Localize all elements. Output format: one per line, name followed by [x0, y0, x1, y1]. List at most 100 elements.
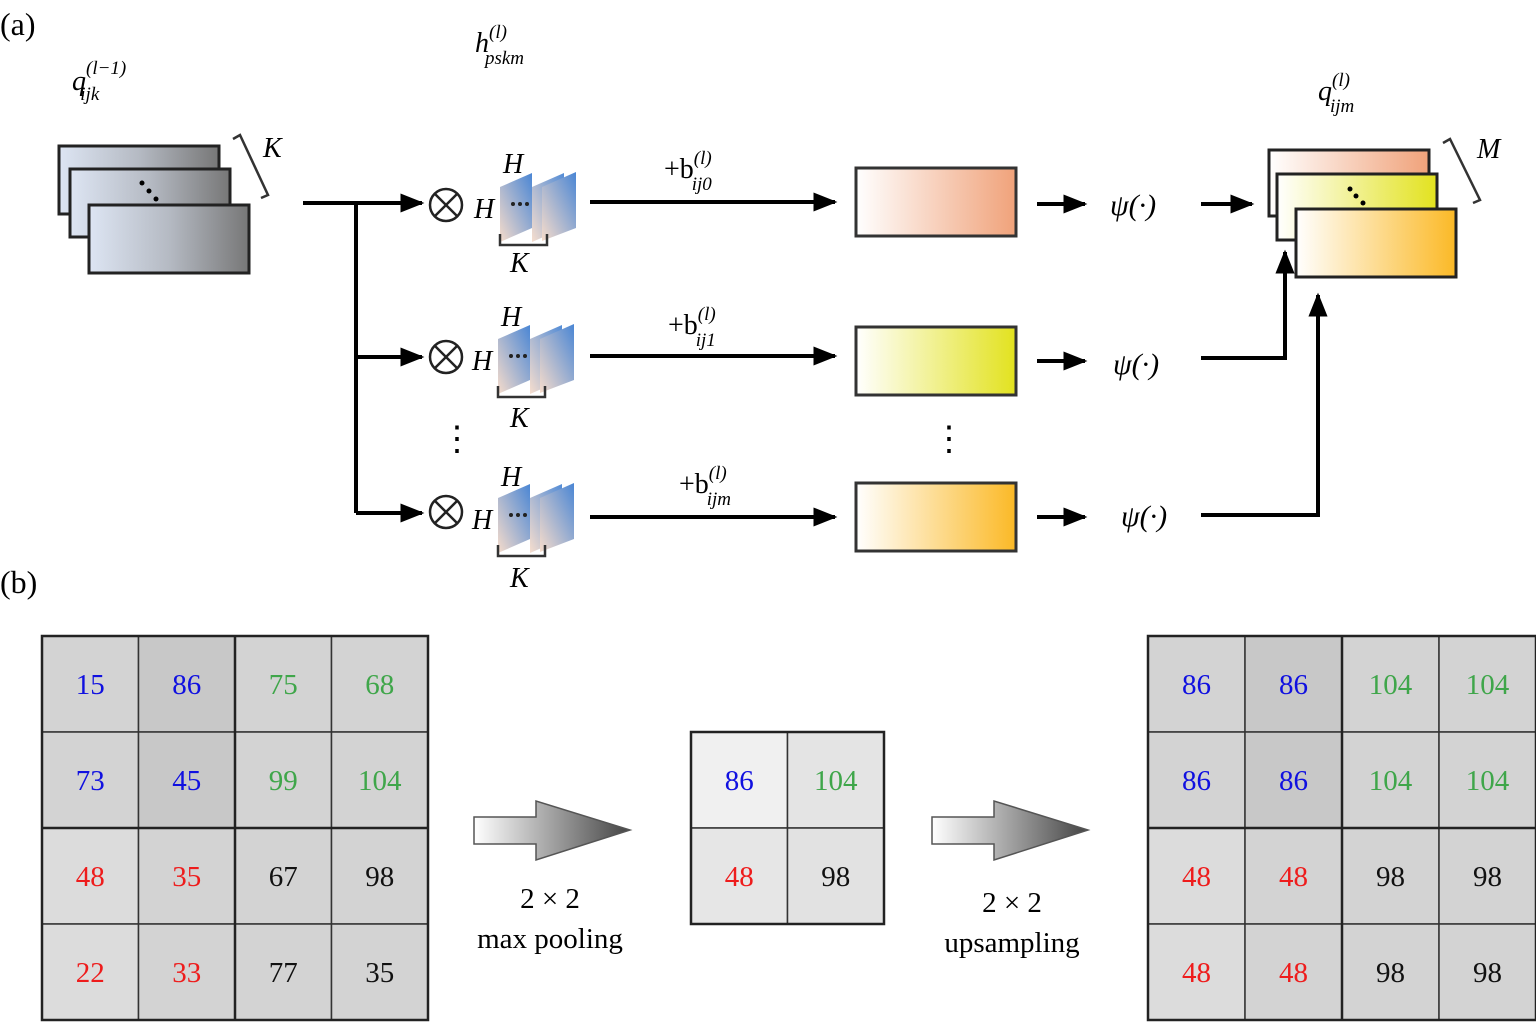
- grid-cell: [234, 635, 333, 733]
- grid-cell-value: 98: [365, 861, 394, 893]
- grid-cell: [1244, 923, 1343, 1021]
- grid-cell-value: 86: [725, 765, 754, 797]
- grid-cell: [786, 827, 885, 925]
- input-connectors: [303, 193, 425, 523]
- grid-cell-value: 33: [172, 957, 201, 989]
- activation-label: ψ(·): [1121, 500, 1167, 533]
- activation-label: ψ(·): [1110, 189, 1156, 222]
- grid-cell-value: 86: [172, 669, 201, 701]
- max-pooling-size-label: 2 × 2: [520, 883, 580, 915]
- input-map-symbol: q(l−1)ijk: [72, 58, 126, 105]
- grid-cell-value: 98: [1473, 957, 1502, 989]
- kernel-width-label: H: [473, 194, 496, 225]
- panel-a-label: (a): [0, 6, 36, 42]
- kernel-height-label: H: [502, 149, 525, 180]
- grid-cell: [41, 635, 140, 733]
- grid-cell: [1244, 827, 1343, 925]
- grid-cell-value: 104: [1369, 765, 1413, 797]
- grid-cell-value: 15: [76, 669, 105, 701]
- grid-cell-value: 35: [365, 957, 394, 989]
- kernel-stack: [498, 172, 576, 247]
- grid-cell: [41, 731, 140, 829]
- grid-cell: [1147, 923, 1246, 1021]
- grid-cell: [1341, 923, 1440, 1021]
- conv-operator-icon: [428, 494, 464, 530]
- max-pooling-arrow-icon: [473, 799, 633, 862]
- grid-cell: [1438, 827, 1536, 925]
- input-stack-label: K: [262, 133, 283, 164]
- grid-cell-value: 68: [365, 669, 394, 701]
- grid-cell: [41, 923, 140, 1021]
- grid-cell-value: 99: [269, 765, 298, 797]
- grid-cell: [137, 731, 236, 829]
- grid-cell: [1438, 923, 1536, 1021]
- grid-cell-value: 98: [1473, 861, 1502, 893]
- output-map-symbol: q(l)ijm: [1318, 70, 1354, 117]
- grid-cell-value: 48: [1182, 957, 1211, 989]
- input-feature-maps: [57, 133, 270, 275]
- branch-ellipsis-left: ⋮: [440, 421, 474, 458]
- conv-operator-icon: [428, 187, 464, 223]
- grid-cell: [137, 923, 236, 1021]
- panel-b-label: (b): [0, 564, 37, 600]
- grid-cell: [1341, 731, 1440, 829]
- bias-label: +b(l)ijm: [679, 463, 731, 510]
- grid-cell-value: 48: [76, 861, 105, 893]
- grid-cell-value: 104: [1369, 669, 1413, 701]
- kernel-symbol: h(l)pskm: [475, 22, 524, 69]
- kernel-height-label: H: [500, 462, 523, 493]
- grid-cell-value: 104: [358, 765, 402, 797]
- grid-cell: [1244, 731, 1343, 829]
- output-stack-label: M: [1476, 134, 1502, 165]
- grid-cell-value: 86: [1182, 765, 1211, 797]
- max-pooling-label: max pooling: [477, 923, 623, 955]
- activation-label: ψ(·): [1113, 348, 1159, 381]
- conv-operator-icon: [428, 339, 464, 375]
- stack-brace-m: [1442, 137, 1482, 205]
- kernel-height-label: H: [500, 302, 523, 333]
- feature-map-m: [854, 481, 1018, 553]
- kernel-depth-label: K: [509, 248, 530, 279]
- grid-cell: [1147, 635, 1246, 733]
- grid-cell-value: 75: [269, 669, 298, 701]
- branch-row: H H K +b(l)ijm ψ(·): [428, 292, 1328, 594]
- grid-cell-value: 48: [1182, 861, 1211, 893]
- grid-cell: [234, 731, 333, 829]
- grid-cell-value: 48: [1279, 957, 1308, 989]
- kernel-stack: [496, 483, 574, 558]
- feature-map-0: [854, 166, 1018, 238]
- grid-cell: [330, 731, 429, 829]
- upsampling-label: upsampling: [944, 927, 1079, 959]
- grid-cell-value: 98: [1376, 957, 1405, 989]
- kernel-depth-label: K: [509, 403, 530, 434]
- grid-cell: [690, 731, 789, 829]
- upsampling-arrow-icon: [931, 799, 1091, 862]
- grid-cell: [137, 635, 236, 733]
- branch-row: H H K +b(l)ij1 ψ(·): [428, 249, 1295, 434]
- kernel-depth-label: K: [509, 563, 530, 594]
- kernel-stack: [496, 324, 574, 399]
- grid-cell-value: 48: [725, 861, 754, 893]
- output-arrow: [1201, 249, 1295, 360]
- bias-label: +b(l)ij0: [664, 148, 712, 195]
- grid-cell: [1438, 731, 1536, 829]
- grid-cell-value: 104: [1466, 765, 1510, 797]
- grid-cell-value: 35: [172, 861, 201, 893]
- branch-row: H H K +b(l)ij0 ψ(·): [428, 148, 1255, 279]
- grid-cell-value: 67: [269, 861, 298, 893]
- grid-cell-value: 22: [76, 957, 105, 989]
- grid-cell: [41, 827, 140, 925]
- grid-cell-value: 73: [76, 765, 105, 797]
- grid-cell-value: 86: [1182, 669, 1211, 701]
- output-arrow: [1201, 292, 1328, 517]
- grid-cell: [1147, 731, 1246, 829]
- branch-ellipsis-right: ⋮: [932, 421, 966, 458]
- grid-cell-value: 45: [172, 765, 201, 797]
- grid-cell-value: 86: [1279, 669, 1308, 701]
- output-feature-maps: [1267, 137, 1482, 279]
- grid-border: [689, 730, 886, 926]
